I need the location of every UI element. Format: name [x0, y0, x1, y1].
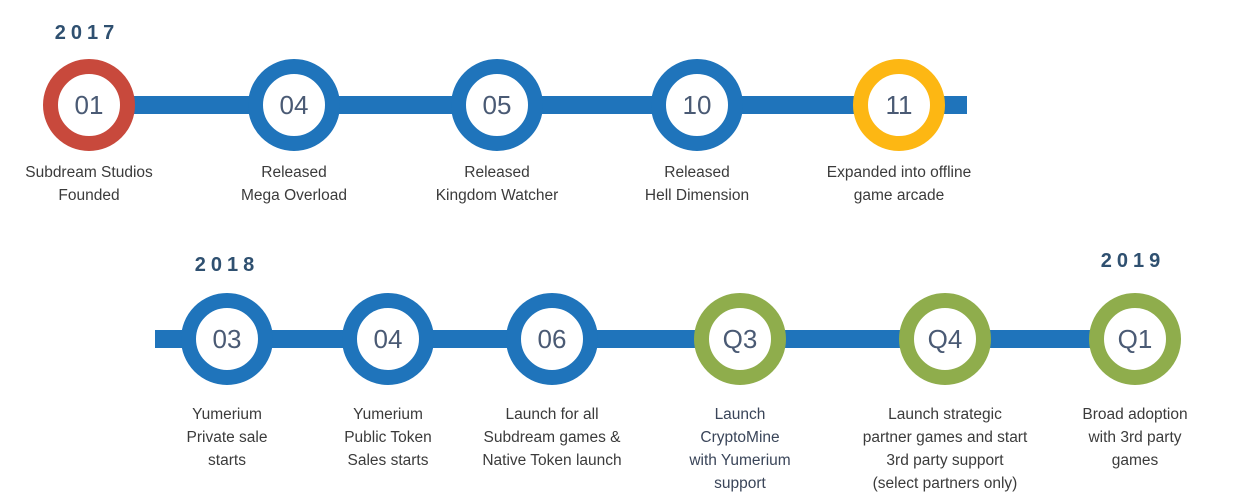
milestone-label-2018-04: Yumerium Public Token Sales starts [344, 406, 432, 469]
milestone-circle-2018-03: 03 [181, 293, 273, 385]
milestone-circle-2018-q3: Q3 [694, 293, 786, 385]
milestone-badge: Q3 [722, 324, 758, 354]
milestone-circle-2017-11: 11 [853, 59, 945, 151]
milestone-label-2018-03: Yumerium Private sale starts [186, 406, 268, 469]
milestone-circle-2017-01: 01 [43, 59, 135, 151]
year-label-2019: 2019 [1100, 250, 1166, 272]
milestone-circle-2018-06: 06 [506, 293, 598, 385]
milestone-badge: 05 [482, 90, 512, 120]
year-label-2017: 2017 [54, 22, 120, 44]
year-label-2018: 2018 [194, 254, 260, 276]
milestone-badge: 01 [74, 90, 104, 120]
milestone-badge: 11 [885, 90, 913, 120]
milestone-badge: 04 [279, 90, 309, 120]
milestone-badge: 04 [373, 324, 403, 354]
milestone-circle-2018-q4: Q4 [899, 293, 991, 385]
milestone-label-2018-q4: Launch strategic partner games and start… [862, 406, 1028, 492]
milestone-badge: 06 [537, 324, 567, 354]
milestone-circle-2017-05: 05 [451, 59, 543, 151]
milestone-label-2017-11: Expanded into offline game arcade [826, 164, 972, 204]
milestone-label-2018-q3: Launch CryptoMine with Yumerium support [689, 406, 791, 492]
milestone-label-2017-04: Released Mega Overload [241, 164, 347, 204]
milestone-circle-2018-04: 04 [342, 293, 434, 385]
milestone-badge: Q1 [1117, 324, 1153, 354]
milestone-label-2017-10: Released Hell Dimension [644, 164, 750, 204]
milestone-circle-2017-04: 04 [248, 59, 340, 151]
milestone-circle-2019-q1: Q1 [1089, 293, 1181, 385]
milestone-label-2017-05: Released Kingdom Watcher [435, 164, 559, 204]
milestone-badge: 10 [682, 90, 712, 120]
milestone-badge: Q4 [927, 324, 963, 354]
milestone-label-2018-06: Launch for all Subdream games & Native T… [482, 406, 622, 469]
milestone-badge: 03 [212, 324, 242, 354]
milestone-label-2019-q1: Broad adoption with 3rd party games [1082, 406, 1188, 469]
milestone-circle-2017-10: 10 [651, 59, 743, 151]
milestone-label-2017-01: Subdream Studios Founded [25, 164, 153, 204]
